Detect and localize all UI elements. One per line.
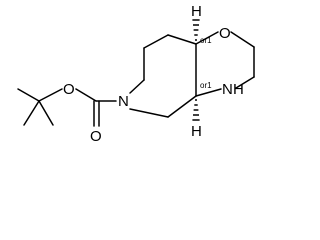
atom-ring-oxygen: O	[219, 25, 231, 42]
bond-tbu-o	[38, 88, 63, 102]
stereo-label-bottom: or1	[200, 81, 212, 90]
bond-nh-c4a	[195, 88, 222, 97]
bond-tbu-1	[17, 88, 40, 102]
bond-c6-c7	[143, 34, 169, 49]
bond-tbu-3	[38, 100, 54, 126]
bond-c8a-o	[195, 31, 219, 45]
stereo-label-top: or1	[200, 36, 212, 45]
bond-tbu-2	[23, 100, 40, 126]
bond-o-carbonyl	[75, 88, 97, 102]
hashed-wedge-bottom	[192, 99, 200, 121]
molecule-canvas: O O N O N H H H or1 or1	[17, 3, 255, 145]
bond-n-c5	[129, 79, 145, 94]
bond-c4a-c8	[167, 95, 197, 118]
atom-stereo-hydrogen-top: H	[191, 3, 202, 20]
atom-carbonyl-oxygen: O	[90, 128, 102, 145]
atom-ester-oxygen: O	[63, 81, 75, 98]
bond-c3-nh	[235, 76, 255, 89]
bond-o-c2	[230, 31, 255, 48]
atom-stereo-hydrogen-bottom: H	[191, 123, 202, 140]
bond-c8-n	[129, 108, 169, 118]
bond-c7-c8a	[167, 34, 197, 45]
hashed-wedge-top	[192, 19, 200, 41]
atom-ring-nitrogen: N	[222, 81, 233, 98]
atom-ring-nitrogen-hydrogen: H	[233, 81, 244, 98]
structure-diagram: O O N O N H H H or1 or1	[17, 3, 255, 145]
atom-piperidine-nitrogen: N	[118, 93, 129, 110]
